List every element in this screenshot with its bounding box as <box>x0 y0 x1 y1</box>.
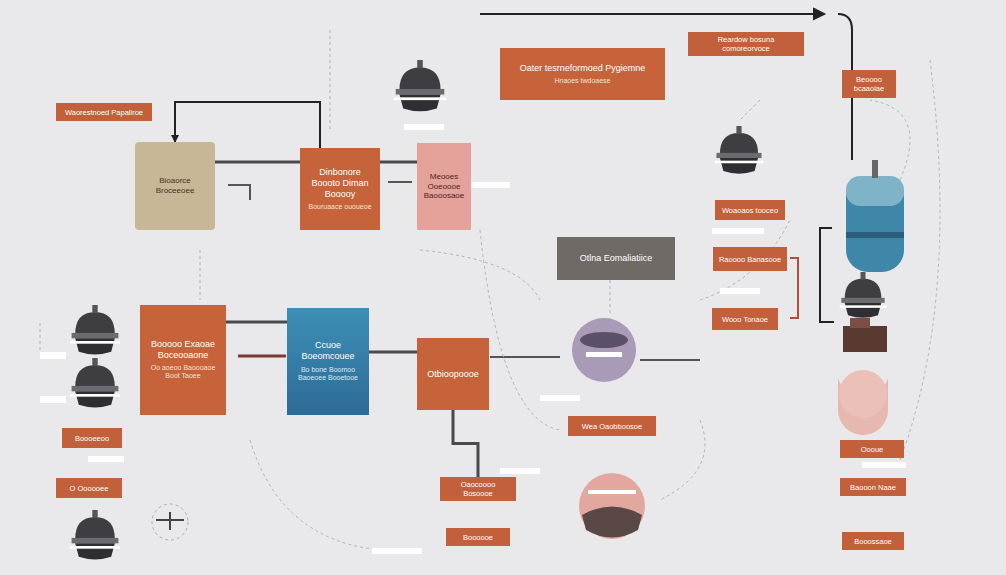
node-title: Oooue <box>861 445 884 454</box>
pipe-connector <box>453 410 478 477</box>
tag-label: Oooue <box>840 440 904 458</box>
pink-vessel <box>579 473 645 539</box>
tag-label: Boooooe <box>446 528 510 546</box>
tag-label: Raoooo Banasooe <box>713 247 787 271</box>
flow-arrows <box>480 9 852 322</box>
node-body: Hnaoes twdoaese <box>554 77 610 85</box>
node-title: Beoooo bcaaoiae <box>847 75 891 93</box>
blank-tags <box>40 124 906 554</box>
node-body: Oo aoeoo Baoooaoe Boot Taoee <box>146 364 220 381</box>
node-title: Otbioopoooe <box>427 369 479 380</box>
node-title: Baooon Naae <box>850 483 896 492</box>
node-title: Dinbonore Boooto Diman Booooy <box>306 167 374 199</box>
node-title: Waorestnoed Papaliroe <box>65 108 143 117</box>
tag-label: Beoooo bcaaoiae <box>842 70 896 98</box>
process-box: Meooes Ooeoooe Baooosaoe <box>417 143 471 230</box>
tag-label: Oaocoooo Bosoooe <box>440 477 516 501</box>
node-title: Ccuoe Boeomcouee <box>293 340 363 362</box>
pipe-connector <box>369 351 417 354</box>
node-title: Wooo Tonaoe <box>722 315 768 324</box>
tag-label: Wea Oaobboosoe <box>568 416 656 436</box>
node-title: Raoooo Banasooe <box>719 255 781 264</box>
node-body: Bo bone Boomoo Baoeoee Booetooe <box>293 366 363 383</box>
process-box: Oater tesrneformoed PygiemneHnaoes twdoa… <box>500 48 665 100</box>
machine-symbol <box>838 318 888 435</box>
process-box: Otbioopoooe <box>417 338 489 410</box>
pipe-connector <box>215 161 300 164</box>
node-title: Bioaorce Broceeoee <box>141 176 209 195</box>
pipe-connector <box>380 161 417 164</box>
tank-symbol <box>70 60 887 560</box>
tag-label: Reardow bosuna comoreorvoce <box>688 32 804 56</box>
tag-label: Booossaoe <box>842 532 904 550</box>
node-title: O Oooooee <box>70 484 109 493</box>
tank-box: Bioaorce Broceeoee <box>135 142 215 230</box>
leader-lines <box>40 30 940 550</box>
node-title: Booossaoe <box>854 537 892 546</box>
process-box: Ccuoe Boeomcouee Bo bone Boomoo Baoeoee B… <box>287 308 369 415</box>
tag-label: Woaoaos tooceo <box>715 200 785 220</box>
purple-vessel <box>572 318 636 382</box>
tag-label: O Oooooee <box>56 478 122 498</box>
process-box: Dinbonore Boooto Diman BooooyBouruaace o… <box>300 148 380 230</box>
node-title: Boooooe <box>463 533 493 542</box>
node-title: Booooo Exaoae Boceooaone <box>146 339 220 361</box>
process-box: Booooo Exaoae Boceooaone Oo aoeoo Baoooao… <box>140 305 226 415</box>
node-body: Bouruaace ououeoe <box>308 203 371 211</box>
node-title: Reardow bosuna comoreorvoce <box>693 35 799 53</box>
tag-label: Boooeeoo <box>62 428 122 448</box>
blue-vessel <box>846 160 904 272</box>
tag-label: Baooon Naae <box>840 478 906 496</box>
node-title: Meooes Ooeoooe Baooosaoe <box>422 172 466 201</box>
node-title: Oater tesrneformoed Pygiemne <box>520 63 646 74</box>
node-title: Woaoaos tooceo <box>722 206 778 215</box>
pipe-connector <box>226 321 287 324</box>
node-title: Otlna Eomaliatiice <box>580 253 653 264</box>
node-title: Boooeeoo <box>75 434 109 443</box>
node-title: Oaocoooo Bosoooe <box>445 480 511 498</box>
node-title: Wea Oaobboosoe <box>582 422 642 431</box>
propeller-symbol <box>152 504 188 540</box>
tag-label: Wooo Tonaoe <box>712 308 778 330</box>
process-box: Otlna Eomaliatiice <box>557 237 675 280</box>
tag-label: Waorestnoed Papaliroe <box>56 103 152 121</box>
